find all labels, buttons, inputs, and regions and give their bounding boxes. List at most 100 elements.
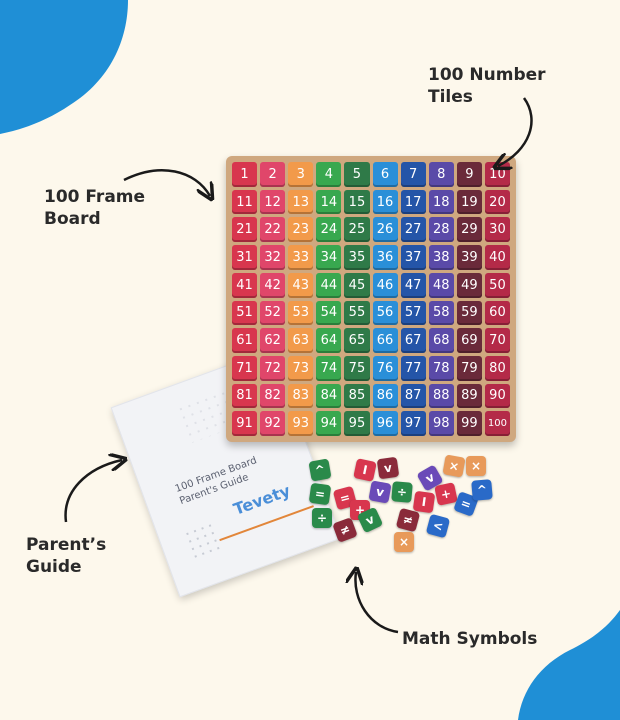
number-tile: 95: [344, 411, 370, 436]
number-tile: 65: [344, 328, 370, 353]
bottom-right-blob: [518, 610, 620, 720]
number-tile: 8: [428, 162, 454, 187]
number-tile: 90: [484, 383, 510, 409]
label-number-tiles: 100 Number Tiles: [428, 65, 546, 107]
number-tile: 6: [372, 162, 398, 187]
label-parents-guide: Parent’s Guide: [26, 535, 107, 577]
number-tile: 91: [232, 411, 258, 436]
number-tile: 66: [372, 328, 398, 353]
number-tile: 11: [232, 189, 258, 215]
number-tile: 60: [484, 300, 510, 326]
number-tile: 3: [288, 162, 314, 187]
number-tile: 82: [260, 383, 286, 409]
number-tile: 45: [344, 272, 370, 298]
number-tile: 72: [260, 355, 286, 381]
number-tile: 68: [428, 328, 454, 353]
number-tile: 87: [400, 383, 426, 409]
number-tile: 31: [232, 245, 258, 270]
number-tile: 70: [484, 328, 510, 353]
number-tile: 88: [428, 383, 454, 409]
number-tile: 49: [456, 272, 482, 298]
number-tile: 33: [288, 245, 314, 270]
arrow-to-symbols: [355, 572, 399, 634]
number-tile: 35: [344, 245, 370, 270]
number-tile: 9: [456, 162, 482, 187]
number-tile: 1: [232, 162, 258, 187]
number-tile: 93: [288, 411, 314, 436]
number-tile: 43: [288, 272, 314, 298]
number-tile: 96: [372, 411, 398, 436]
number-tile: 5: [344, 162, 370, 187]
number-tile: 30: [484, 217, 510, 243]
number-tile: 64: [316, 328, 342, 353]
number-tile: 81: [232, 383, 258, 409]
number-tile: 17: [400, 189, 426, 215]
number-tile: 79: [456, 355, 482, 381]
number-tile: 14: [316, 189, 342, 215]
top-left-blob: [0, 0, 128, 134]
number-tile: 89: [456, 383, 482, 409]
math-symbol-tile: ×: [394, 532, 414, 552]
number-tile: 59: [456, 300, 482, 326]
number-tile: 76: [372, 355, 398, 381]
number-tile: 20: [484, 189, 510, 215]
number-tile: 40: [484, 245, 510, 270]
number-tile: 7: [400, 162, 426, 187]
number-tile: 38: [428, 245, 454, 270]
number-tile: 18: [428, 189, 454, 215]
number-tile: 42: [260, 272, 286, 298]
number-tile: 29: [456, 217, 482, 243]
number-tile: 84: [316, 383, 342, 409]
number-tile: 48: [428, 272, 454, 298]
number-tile: 32: [260, 245, 286, 270]
number-tile: 37: [400, 245, 426, 270]
number-tile: 27: [400, 217, 426, 243]
number-tile: 92: [260, 411, 286, 436]
number-tile: 67: [400, 328, 426, 353]
number-tile: 74: [316, 355, 342, 381]
number-tile: 46: [372, 272, 398, 298]
number-tile: 16: [372, 189, 398, 215]
number-tile: 63: [288, 328, 314, 353]
number-tile: 94: [316, 411, 342, 436]
number-tile: 47: [400, 272, 426, 298]
label-math-symbols: Math Symbols: [402, 629, 538, 649]
label-frame-board: 100 Frame Board: [44, 187, 146, 229]
number-tile: 75: [344, 355, 370, 381]
number-tile: 54: [316, 300, 342, 326]
number-tile: 44: [316, 272, 342, 298]
number-tile: 97: [400, 411, 426, 436]
number-tile: 50: [484, 272, 510, 298]
number-tile: 21: [232, 217, 258, 243]
number-tile: 78: [428, 355, 454, 381]
arrow-to-guide: [64, 460, 122, 523]
number-tile: 26: [372, 217, 398, 243]
number-tile: 56: [372, 300, 398, 326]
number-tile: 25: [344, 217, 370, 243]
number-tile: 85: [344, 383, 370, 409]
number-tile: 77: [400, 355, 426, 381]
number-tile: 36: [372, 245, 398, 270]
number-tile: 83: [288, 383, 314, 409]
number-tile: 57: [400, 300, 426, 326]
number-tile: 99: [456, 411, 482, 436]
arrow-to-board: [123, 169, 210, 196]
number-tile: 28: [428, 217, 454, 243]
number-tile: 98: [428, 411, 454, 436]
number-tile: 34: [316, 245, 342, 270]
number-tile: 73: [288, 355, 314, 381]
number-tile: 53: [288, 300, 314, 326]
math-symbol-tile: ÷: [312, 508, 332, 528]
number-tile: 80: [484, 355, 510, 381]
number-tile: 71: [232, 355, 258, 381]
number-tile: 55: [344, 300, 370, 326]
number-tile: 61: [232, 328, 258, 353]
number-tile: 69: [456, 328, 482, 353]
number-tile: 58: [428, 300, 454, 326]
number-tile: 12: [260, 189, 286, 215]
number-tile: 62: [260, 328, 286, 353]
math-symbol-tile: ×: [466, 456, 486, 476]
